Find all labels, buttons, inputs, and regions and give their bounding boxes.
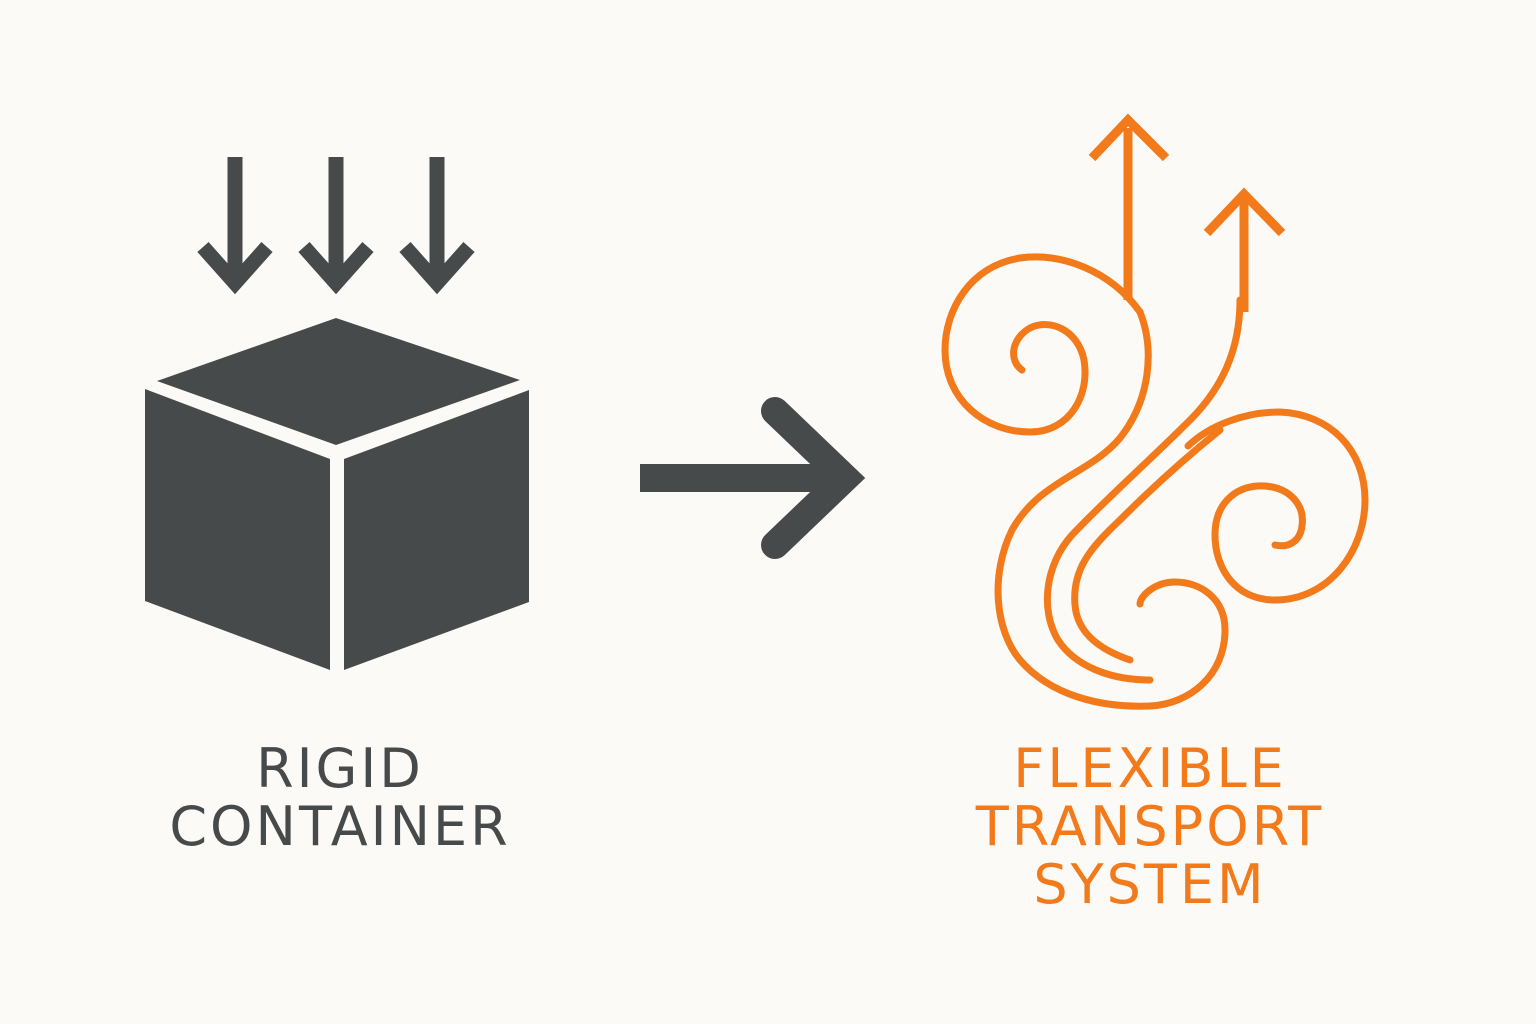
down-arrow-icon — [197, 157, 273, 295]
flexible-transport-caption: FLEXIBLE TRANSPORT SYSTEM — [900, 740, 1400, 914]
swirl-flow-icon — [941, 253, 1369, 710]
rigid-container-caption: RIGID CONTAINER — [100, 740, 580, 856]
up-arrow-icon — [1203, 187, 1286, 312]
down-arrow-icon — [399, 157, 475, 295]
cube-top-face — [157, 318, 520, 445]
caption-line: FLEXIBLE — [1013, 737, 1287, 800]
cube-left-face — [145, 389, 330, 670]
caption-line: CONTAINER — [169, 795, 511, 858]
down-arrow-icon — [298, 157, 374, 295]
caption-line: TRANSPORT — [975, 795, 1325, 858]
caption-line: SYSTEM — [1033, 853, 1267, 916]
cube-right-face — [344, 390, 529, 670]
up-arrows-group — [1088, 113, 1286, 312]
right-arrow-icon — [640, 397, 866, 559]
down-arrows-group — [197, 157, 475, 295]
swirl-inner-channel-1 — [1043, 296, 1244, 684]
caption-line: RIGID — [256, 737, 424, 800]
swirl-stroke-right — [1184, 408, 1369, 604]
swirl-stroke-upper-left — [941, 253, 1144, 436]
swirl-s-curve — [994, 308, 1229, 710]
up-arrow-icon — [1088, 113, 1170, 300]
cube-icon — [145, 318, 529, 670]
swirl-inner-channel-2 — [1071, 426, 1224, 664]
